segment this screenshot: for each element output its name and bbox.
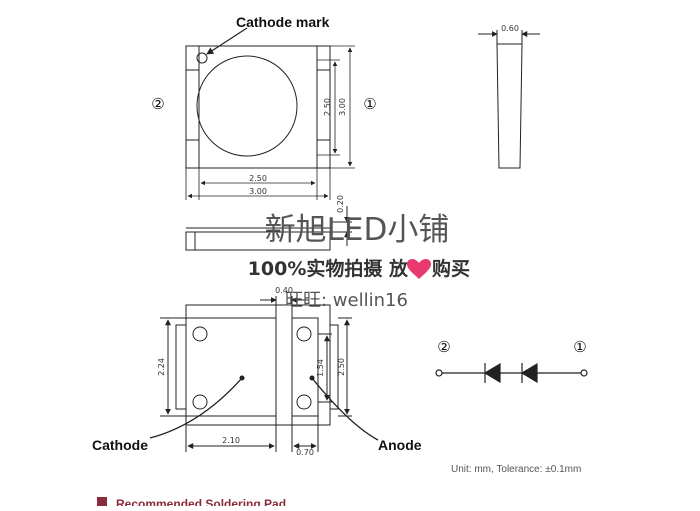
dim-bottom-right-height: 2.50 [337, 358, 346, 376]
dim-side-gap: 0.20 [336, 195, 345, 213]
anode-label: Anode [378, 437, 422, 453]
bottom-view [160, 296, 352, 452]
dim-bottom-width-left: 2.10 [222, 436, 240, 445]
unit-tolerance-note: Unit: mm, Tolerance: ±0.1mm [451, 464, 581, 475]
top-view [185, 45, 331, 169]
dim-top-height-inner: 2.50 [323, 98, 332, 116]
pin2-marker-schematic: ② [437, 338, 450, 356]
dim-top-width-outer: 3.00 [249, 187, 267, 196]
watermark-slogan-b: 购买 [432, 257, 470, 280]
anode-leader [311, 377, 379, 441]
dim-bottom-left-height: 2.24 [157, 358, 166, 376]
section-bullet-icon [97, 497, 107, 507]
side-view [478, 30, 540, 169]
dim-top-width-inner: 2.50 [249, 174, 267, 183]
dim-bottom-width-right: 0.70 [296, 448, 314, 457]
cathode-leader [149, 377, 243, 439]
diode-schematic [435, 362, 588, 384]
watermark-contact: 旺旺: wellin16 [285, 290, 408, 311]
cathode-pad [185, 317, 277, 417]
pin1-marker-top: ① [363, 95, 376, 113]
dim-top-height-outer: 3.00 [338, 98, 347, 116]
cathode-mark-dot [196, 52, 208, 64]
pin1-marker-schematic: ① [573, 338, 586, 356]
package-inner-body [198, 45, 318, 169]
dim-side-thickness: 0.60 [501, 24, 519, 33]
cathode-mark-label: Cathode mark [236, 14, 330, 30]
watermark-slogan-a: 100%实物拍摄 放 [248, 257, 409, 280]
cathode-mark-arrow [206, 27, 248, 55]
side-profile [185, 206, 352, 251]
cathode-label: Cathode [92, 437, 148, 453]
dim-bottom-gap-top: 0.40 [275, 286, 293, 295]
anode-pad [291, 317, 319, 417]
pin2-marker-top: ② [151, 95, 164, 113]
dim-bottom-pad-height: 1.54 [316, 359, 325, 377]
package-outline [185, 45, 331, 169]
lens-circle [196, 55, 298, 157]
watermark-shop-name: 新旭LED小铺 [265, 212, 450, 248]
section-heading: Recommended Soldering Pad [116, 497, 286, 506]
heart-icon [406, 258, 432, 279]
